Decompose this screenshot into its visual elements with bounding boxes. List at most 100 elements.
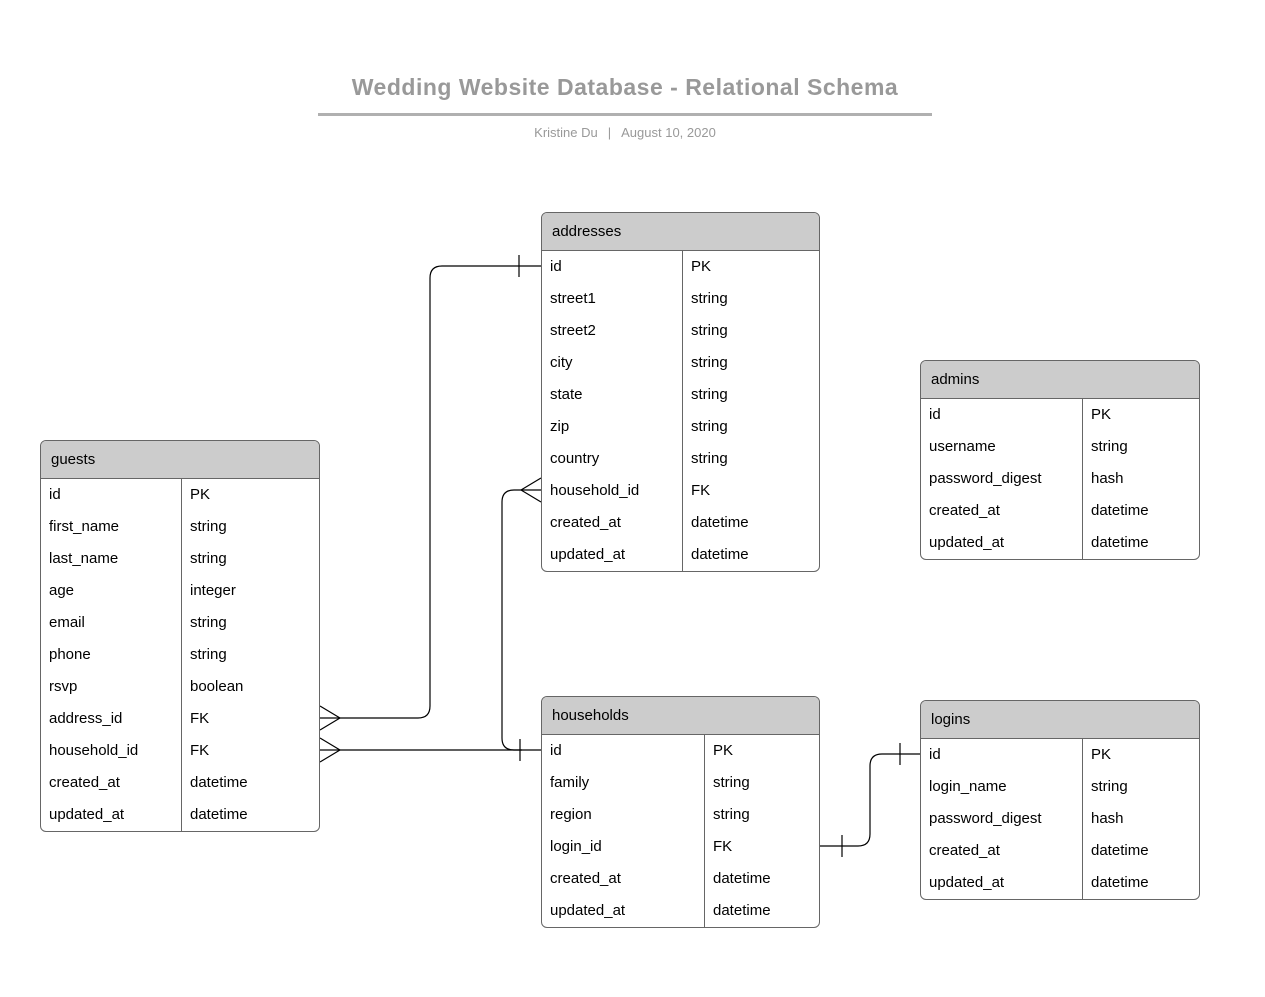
- field-name: login_id: [550, 838, 602, 855]
- field-type: PK: [704, 735, 819, 767]
- field-name: email: [49, 614, 85, 631]
- table-logins-title: logins: [931, 711, 971, 728]
- field-name: household_id: [49, 742, 139, 759]
- field-row-addresses-state: state string: [542, 379, 819, 411]
- field-type: string: [181, 639, 319, 671]
- table-admins-header: admins: [921, 361, 1199, 399]
- field-type: hash: [1082, 803, 1199, 835]
- field-name: first_name: [49, 518, 120, 535]
- field-row-guests-first_name: first_name string: [41, 511, 319, 543]
- field-type: datetime: [181, 799, 319, 831]
- page-title: Wedding Website Database - Relational Sc…: [351, 74, 899, 100]
- field-name: login_name: [929, 778, 1007, 795]
- field-type: datetime: [682, 539, 819, 571]
- field-name: state: [550, 386, 583, 403]
- field-name: updated_at: [929, 874, 1005, 891]
- relationship-line: [320, 265, 541, 719]
- crows-foot-many-marker: [520, 477, 542, 503]
- field-name: id: [550, 258, 562, 275]
- field-name: zip: [550, 418, 570, 435]
- title-divider: [318, 113, 932, 116]
- field-name: username: [929, 438, 996, 455]
- field-row-guests-updated_at: updated_at datetime: [41, 799, 319, 831]
- field-type: PK: [682, 251, 819, 283]
- table-households-title: households: [552, 707, 629, 724]
- field-name: rsvp: [49, 678, 78, 695]
- field-type: boolean: [181, 671, 319, 703]
- field-name: updated_at: [929, 534, 1005, 551]
- subtitle-separator: |: [607, 125, 612, 140]
- field-type: string: [682, 379, 819, 411]
- relationship-guests.address_id-to-addresses.id: [319, 255, 541, 731]
- field-name: country: [550, 450, 600, 467]
- field-row-logins-password_digest: password_digest hash: [921, 803, 1199, 835]
- field-type: string: [1082, 771, 1199, 803]
- field-row-addresses-street1: street1 string: [542, 283, 819, 315]
- field-type: PK: [1082, 739, 1199, 771]
- field-type: datetime: [704, 863, 819, 895]
- field-row-households-login_id: login_id FK: [542, 831, 819, 863]
- field-name: password_digest: [929, 810, 1042, 827]
- field-type: string: [181, 511, 319, 543]
- diagram-title-block: Wedding Website Database - Relational Sc…: [318, 74, 932, 140]
- field-type: string: [682, 411, 819, 443]
- field-type: datetime: [181, 767, 319, 799]
- field-name: created_at: [929, 502, 1000, 519]
- field-type: FK: [704, 831, 819, 863]
- field-name: created_at: [550, 514, 621, 531]
- field-type: string: [1082, 431, 1199, 463]
- relationship-addresses.household_id-to-households.id: [501, 477, 542, 751]
- field-name: street2: [550, 322, 596, 339]
- field-type: datetime: [682, 507, 819, 539]
- field-type: PK: [1082, 399, 1199, 431]
- diagram-date: August 10, 2020: [621, 125, 716, 140]
- table-guests-header: guests: [41, 441, 319, 479]
- field-type: string: [682, 283, 819, 315]
- field-name: updated_at: [49, 806, 125, 823]
- field-name: id: [929, 406, 941, 423]
- field-row-guests-email: email string: [41, 607, 319, 639]
- field-type: string: [704, 767, 819, 799]
- field-name: household_id: [550, 482, 640, 499]
- field-row-guests-phone: phone string: [41, 639, 319, 671]
- crows-foot-many-marker: [319, 705, 341, 731]
- author-name: Kristine Du: [534, 125, 598, 140]
- field-type: string: [181, 607, 319, 639]
- table-addresses-title: addresses: [552, 223, 622, 240]
- field-type: datetime: [1082, 835, 1199, 867]
- field-name: created_at: [49, 774, 120, 791]
- field-name: updated_at: [550, 546, 626, 563]
- field-type: datetime: [704, 895, 819, 927]
- field-type: FK: [181, 735, 319, 767]
- field-type: datetime: [1082, 527, 1199, 559]
- field-name: phone: [49, 646, 91, 663]
- table-households-header: households: [542, 697, 819, 735]
- table-logins-header: logins: [921, 701, 1199, 739]
- table-admins-title: admins: [931, 371, 980, 388]
- field-name: updated_at: [550, 902, 626, 919]
- field-row-guests-household_id: household_id FK: [41, 735, 319, 767]
- field-name: id: [929, 746, 941, 763]
- relationship-guests.household_id-to-households.id: [319, 737, 541, 763]
- field-row-addresses-zip: zip string: [542, 411, 819, 443]
- field-row-addresses-id: id PK: [542, 251, 819, 283]
- field-name: street1: [550, 290, 596, 307]
- field-type: string: [704, 799, 819, 831]
